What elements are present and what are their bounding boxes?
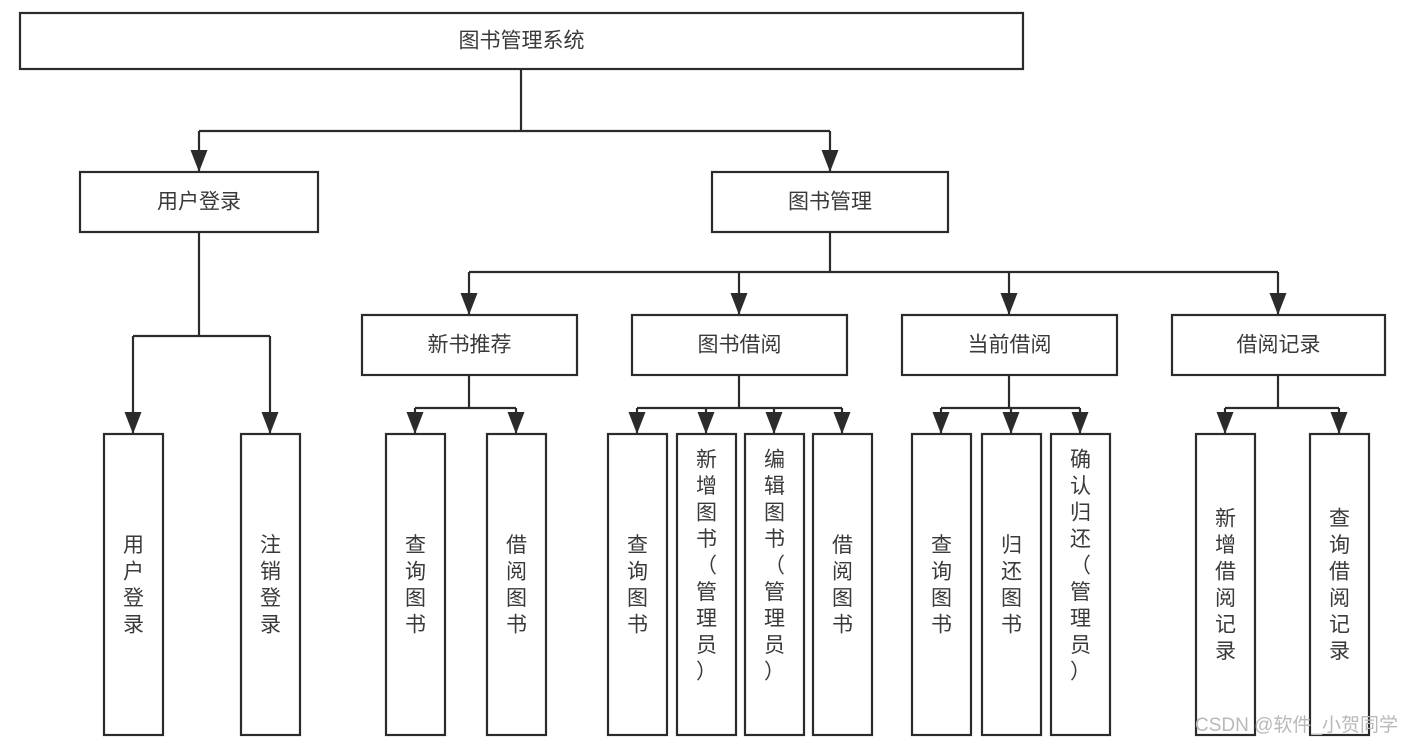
arrow-head-icon: [124, 412, 142, 434]
nodes-layer: 图书管理系统用户登录图书管理新书推荐图书借阅当前借阅借阅记录用户登录注销登录查询…: [18, 11, 1387, 737]
node-label-leaf-query-book-rec: 查询图书: [405, 534, 426, 637]
node-leaf-query-record[interactable]: 查询借阅记录: [1308, 432, 1371, 737]
node-label-user-login: 用户登录: [157, 191, 241, 214]
edge-bookmanage-to-level3: [460, 232, 1287, 315]
arrow-head-icon: [1071, 412, 1089, 434]
arrow-head-icon: [697, 412, 715, 434]
node-root[interactable]: 图书管理系统: [18, 11, 1025, 71]
node-label-leaf-borrow-book: 借阅图书: [832, 534, 853, 637]
arrow-head-icon: [628, 412, 646, 434]
node-label-leaf-user-login: 用户登录: [123, 534, 144, 637]
arrow-head-icon: [1216, 412, 1234, 434]
arrow-head-icon: [261, 412, 279, 434]
edge-currentborrow-to-leaves: [932, 375, 1089, 434]
arrow-head-icon: [765, 412, 783, 434]
node-box-leaf-query-book-cur[interactable]: [910, 432, 973, 737]
arrow-head-icon: [190, 150, 208, 172]
node-label-leaf-return-book: 归还图书: [1001, 534, 1022, 637]
node-box-leaf-user-login[interactable]: [102, 432, 165, 737]
node-new-book-rec[interactable]: 新书推荐: [360, 313, 579, 377]
node-box-user-login[interactable]: [78, 170, 320, 234]
node-leaf-logout[interactable]: 注销登录: [239, 432, 302, 737]
node-leaf-confirm-return[interactable]: 确认归还（管理员）: [1049, 432, 1112, 737]
node-book-borrow[interactable]: 图书借阅: [630, 313, 849, 377]
node-box-current-borrow[interactable]: [900, 313, 1119, 377]
node-label-book-borrow: 图书借阅: [698, 334, 782, 357]
node-label-leaf-add-record: 新增借阅记录: [1215, 508, 1236, 664]
arrow-head-icon: [460, 293, 478, 315]
node-leaf-add-book[interactable]: 新增图书（管理员）: [675, 432, 738, 737]
node-label-borrow-record: 借阅记录: [1237, 334, 1321, 357]
node-leaf-borrow-book-rec[interactable]: 借阅图书: [485, 432, 548, 737]
node-leaf-query-book-cur[interactable]: 查询图书: [910, 432, 973, 737]
node-label-leaf-borrow-book-rec: 借阅图书: [506, 534, 527, 637]
arrow-head-icon: [1002, 412, 1020, 434]
node-label-leaf-query-book-cur: 查询图书: [931, 534, 952, 637]
node-leaf-borrow-book[interactable]: 借阅图书: [811, 432, 874, 737]
edge-root-to-level2: [190, 69, 839, 172]
node-box-root[interactable]: [18, 11, 1025, 71]
node-label-new-book-rec: 新书推荐: [428, 334, 512, 357]
node-label-current-borrow: 当前借阅: [968, 334, 1052, 357]
node-borrow-record[interactable]: 借阅记录: [1170, 313, 1387, 377]
node-box-leaf-query-record[interactable]: [1308, 432, 1371, 737]
arrow-head-icon: [833, 412, 851, 434]
node-box-leaf-borrow-book[interactable]: [811, 432, 874, 737]
node-label-book-manage: 图书管理: [788, 191, 872, 214]
node-box-book-manage[interactable]: [710, 170, 950, 234]
node-box-leaf-borrow-book-rec[interactable]: [485, 432, 548, 737]
node-box-book-borrow[interactable]: [630, 313, 849, 377]
arrow-head-icon: [821, 150, 839, 172]
node-user-login[interactable]: 用户登录: [78, 170, 320, 234]
node-box-leaf-add-record[interactable]: [1194, 432, 1257, 737]
node-box-leaf-logout[interactable]: [239, 432, 302, 737]
csdn-watermark: CSDN @软件_小贺同学: [1195, 714, 1398, 736]
node-box-leaf-query-book-rec[interactable]: [384, 432, 447, 737]
arrow-head-icon: [1000, 293, 1018, 315]
node-box-new-book-rec[interactable]: [360, 313, 579, 377]
node-label-leaf-confirm-return: 确认归还（管理员）: [1070, 449, 1091, 684]
arrow-head-icon: [507, 412, 525, 434]
node-current-borrow[interactable]: 当前借阅: [900, 313, 1119, 377]
node-label-leaf-query-record: 查询借阅记录: [1329, 508, 1350, 664]
edge-userlogin-to-leaves: [124, 232, 279, 434]
arrow-head-icon: [932, 412, 950, 434]
node-label-root: 图书管理系统: [459, 30, 585, 53]
arrow-head-icon: [1330, 412, 1348, 434]
node-box-leaf-add-book[interactable]: [675, 432, 738, 737]
node-box-leaf-query-book[interactable]: [606, 432, 669, 737]
node-label-leaf-edit-book: 编辑图书（管理员）: [764, 449, 785, 684]
edge-newbookrec-to-leaves: [406, 375, 525, 434]
node-leaf-return-book[interactable]: 归还图书: [980, 432, 1043, 737]
arrow-head-icon: [406, 412, 424, 434]
arrow-head-icon: [1269, 293, 1287, 315]
node-box-borrow-record[interactable]: [1170, 313, 1387, 377]
node-box-leaf-edit-book[interactable]: [743, 432, 806, 737]
node-label-leaf-logout: 注销登录: [260, 534, 281, 637]
edge-borrowrecord-to-leaves: [1216, 375, 1348, 434]
node-label-leaf-add-book: 新增图书（管理员）: [696, 449, 717, 684]
edge-bookborrow-to-leaves: [628, 375, 851, 434]
node-leaf-edit-book[interactable]: 编辑图书（管理员）: [743, 432, 806, 737]
node-book-manage[interactable]: 图书管理: [710, 170, 950, 234]
node-label-leaf-query-book: 查询图书: [627, 534, 648, 637]
node-leaf-add-record[interactable]: 新增借阅记录: [1194, 432, 1257, 737]
node-leaf-query-book-rec[interactable]: 查询图书: [384, 432, 447, 737]
node-box-leaf-return-book[interactable]: [980, 432, 1043, 737]
node-leaf-user-login[interactable]: 用户登录: [102, 432, 165, 737]
connectors-layer: [124, 69, 1348, 434]
arrow-head-icon: [730, 293, 748, 315]
node-leaf-query-book[interactable]: 查询图书: [606, 432, 669, 737]
node-box-leaf-confirm-return[interactable]: [1049, 432, 1112, 737]
